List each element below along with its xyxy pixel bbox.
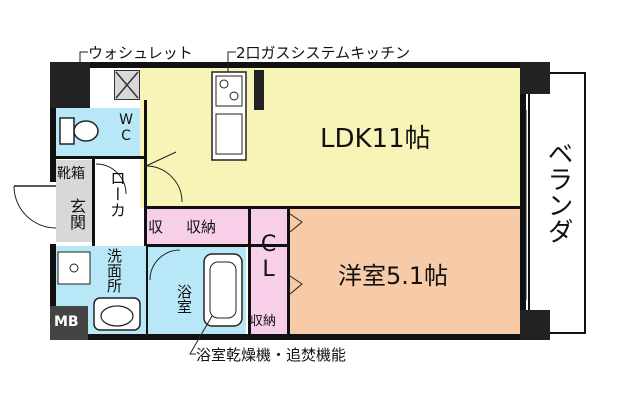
bathtub-inner	[209, 261, 237, 319]
wall-right	[520, 62, 526, 340]
wall-top	[50, 62, 550, 68]
wall-wc-bottom	[56, 156, 146, 159]
laundry-drain	[69, 263, 79, 273]
hall-door-swing	[145, 165, 183, 203]
western-room-label: 洋室5.1帖	[338, 262, 449, 290]
washroom-label: 洗面所	[105, 248, 123, 293]
wall-cl-left	[248, 206, 251, 336]
bath-door-swing	[149, 249, 181, 281]
wall-ldk-western	[288, 206, 522, 209]
cl-door-marker-1	[289, 213, 303, 233]
wall-storage-top	[146, 206, 288, 209]
veranda-label: ベランダ	[543, 140, 573, 244]
storage-bottom-label: 収納	[250, 314, 277, 329]
washlet-callout-text: ウォシュレット	[88, 44, 193, 62]
wall-storage-bottom	[146, 244, 288, 247]
wall-cl-right	[287, 206, 290, 336]
bath-dryer-callout-text: 浴室乾燥機・追焚機能	[196, 346, 347, 364]
laundry-pan	[57, 251, 91, 285]
column-bottom-right	[520, 310, 550, 340]
bathroom-label: 浴室	[175, 284, 193, 314]
bath-dryer-callout: 浴室乾燥機・追焚機能	[196, 344, 346, 365]
kitchen-leader	[227, 51, 236, 72]
washbasin-bowl	[100, 305, 134, 327]
kitchen-callout-text: 2口ガスシステムキッチン	[236, 44, 411, 62]
kitchen-wall-block	[254, 70, 264, 110]
storage-bottom-room	[250, 300, 288, 334]
ldk-room	[140, 66, 522, 208]
column-top-left	[50, 62, 90, 108]
western-room	[288, 208, 522, 334]
wall-wash-bath	[146, 246, 148, 334]
wall-shoe-divider	[92, 158, 95, 246]
hall-door	[145, 151, 177, 167]
storage-top-label: 収納	[186, 218, 217, 236]
burner-1	[219, 79, 229, 89]
shoe-rack-room	[56, 160, 92, 186]
kitchen-sink	[215, 113, 243, 155]
toilet-tank	[59, 117, 75, 145]
cl-label: CL	[256, 232, 281, 282]
wall-bottom	[50, 334, 550, 340]
kitchen-callout: 2口ガスシステムキッチン	[236, 42, 410, 63]
wall-left-top	[50, 62, 56, 182]
hallway-label: ローカ	[107, 170, 126, 218]
shoe-rack-label: 靴箱	[57, 166, 85, 182]
closet-small-room	[146, 208, 168, 246]
mb-label: MB	[54, 314, 79, 330]
burner-2	[229, 91, 239, 101]
gas-stove	[215, 75, 243, 107]
entrance-room	[56, 186, 92, 242]
wc-label: WC	[118, 112, 134, 144]
wc-door-swing	[95, 163, 127, 195]
cl-door-marker-2	[289, 275, 303, 295]
wall-hall-right	[144, 100, 147, 246]
storage-top-room	[168, 208, 248, 246]
wall-left-bottom	[50, 244, 56, 340]
entrance-label: 玄関	[67, 198, 86, 230]
cl-room	[250, 208, 288, 300]
closet-small-label: 収	[148, 218, 164, 236]
column-top-right	[520, 62, 550, 94]
washlet-callout: ウォシュレット	[88, 42, 193, 63]
veranda-area	[528, 72, 586, 334]
front-door-swing	[13, 185, 57, 229]
ldk-label: LDK11帖	[320, 124, 431, 154]
washlet-x-line-2	[115, 71, 139, 99]
washlet-leader	[79, 51, 88, 66]
toilet-bowl	[73, 120, 99, 142]
mb-box	[50, 306, 88, 340]
bath-dryer-leader	[189, 315, 213, 355]
